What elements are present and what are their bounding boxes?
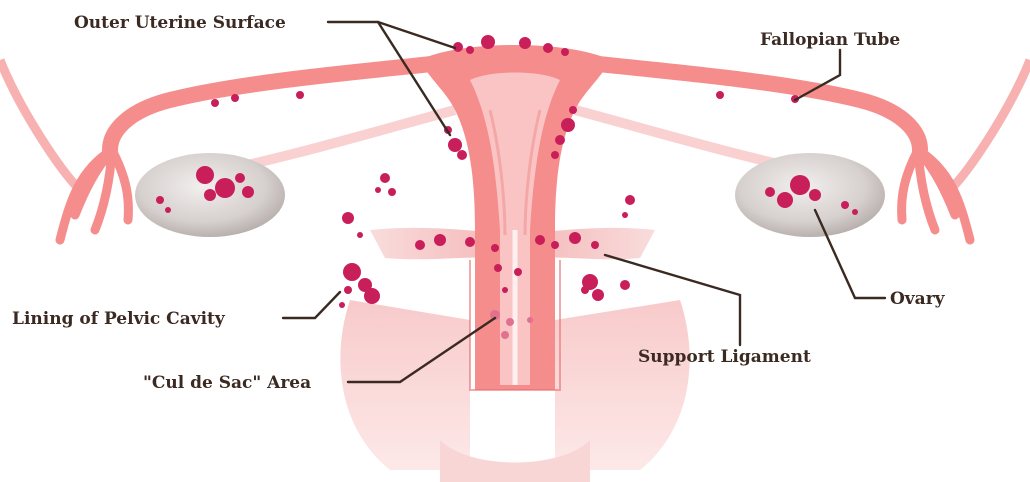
label-outer-uterine-surface: Outer Uterine Surface <box>74 13 286 33</box>
leader-lining-of-pelvic-cavity <box>283 292 340 318</box>
label-support-ligament: Support Ligament <box>638 347 811 367</box>
label-cul-de-sac-area: "Cul de Sac" Area <box>143 373 311 393</box>
label-fallopian-tube: Fallopian Tube <box>760 30 900 50</box>
label-lining-of-pelvic-cavity: Lining of Pelvic Cavity <box>12 309 226 329</box>
label-ovary: Ovary <box>890 289 946 309</box>
